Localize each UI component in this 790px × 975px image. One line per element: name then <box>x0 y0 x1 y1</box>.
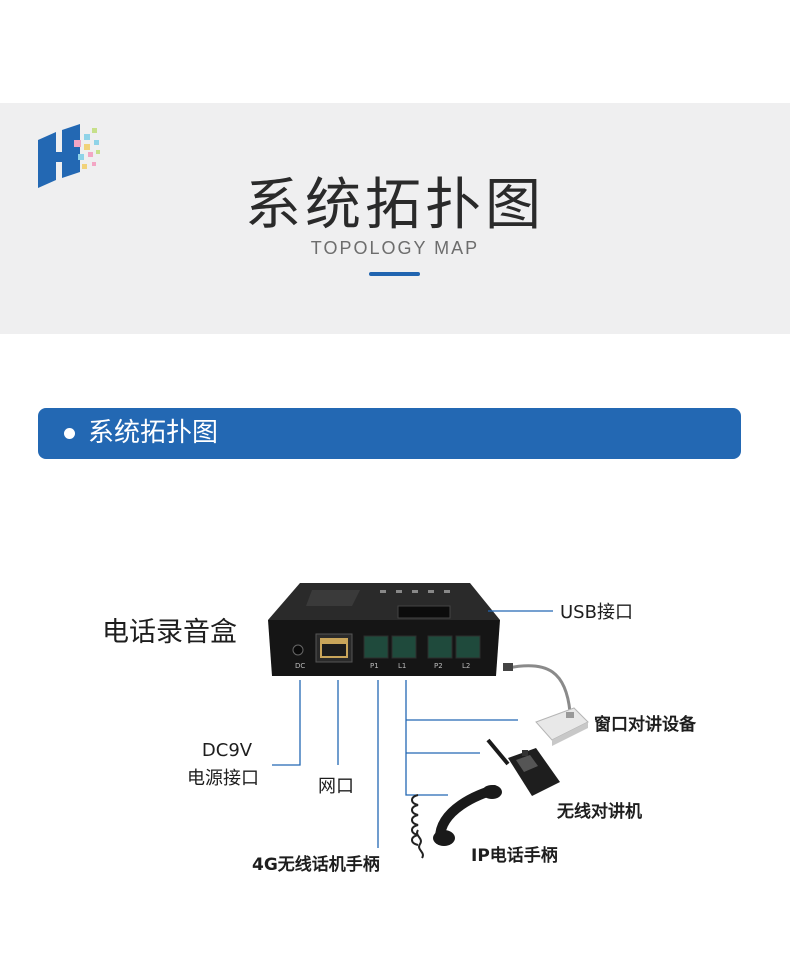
header-band <box>0 103 790 334</box>
usb-port-label: USB接口 <box>560 602 633 623</box>
section-header-bar: 系统拓扑图 <box>38 408 741 459</box>
port-label-p1: P1 <box>370 662 379 670</box>
recording-box-device <box>268 583 500 676</box>
port-label-l2: L2 <box>462 662 470 670</box>
walkie-talkie-icon <box>486 738 560 796</box>
dc-voltage-label: DC9V <box>201 740 253 761</box>
ip-handset-label: IP电话手柄 <box>471 846 558 866</box>
port-label-dc: DC <box>295 662 305 670</box>
port-label-l1: L1 <box>398 662 406 670</box>
section-title: 系统拓扑图 <box>88 418 219 448</box>
title-underline <box>369 272 420 276</box>
power-port-label: 电源接口 <box>187 768 259 789</box>
window-intercom-label: 窗口对讲设备 <box>594 715 696 735</box>
device-name-label: 电话录音盒 <box>102 617 237 648</box>
bullet-dot-icon <box>64 428 75 439</box>
ip-handset-icon <box>411 785 502 859</box>
connector-lines <box>272 610 553 848</box>
window-intercom-device-icon <box>503 663 589 746</box>
page-title: 系统拓扑图 <box>245 173 545 238</box>
page-subtitle: TOPOLOGY MAP <box>310 238 480 258</box>
wireless-radio-label: 无线对讲机 <box>557 802 642 822</box>
handset-4g-label: 4G无线话机手柄 <box>252 855 380 875</box>
port-label-p2: P2 <box>434 662 443 670</box>
network-port-label: 网口 <box>318 776 354 797</box>
brand-logo-icon <box>38 124 100 188</box>
